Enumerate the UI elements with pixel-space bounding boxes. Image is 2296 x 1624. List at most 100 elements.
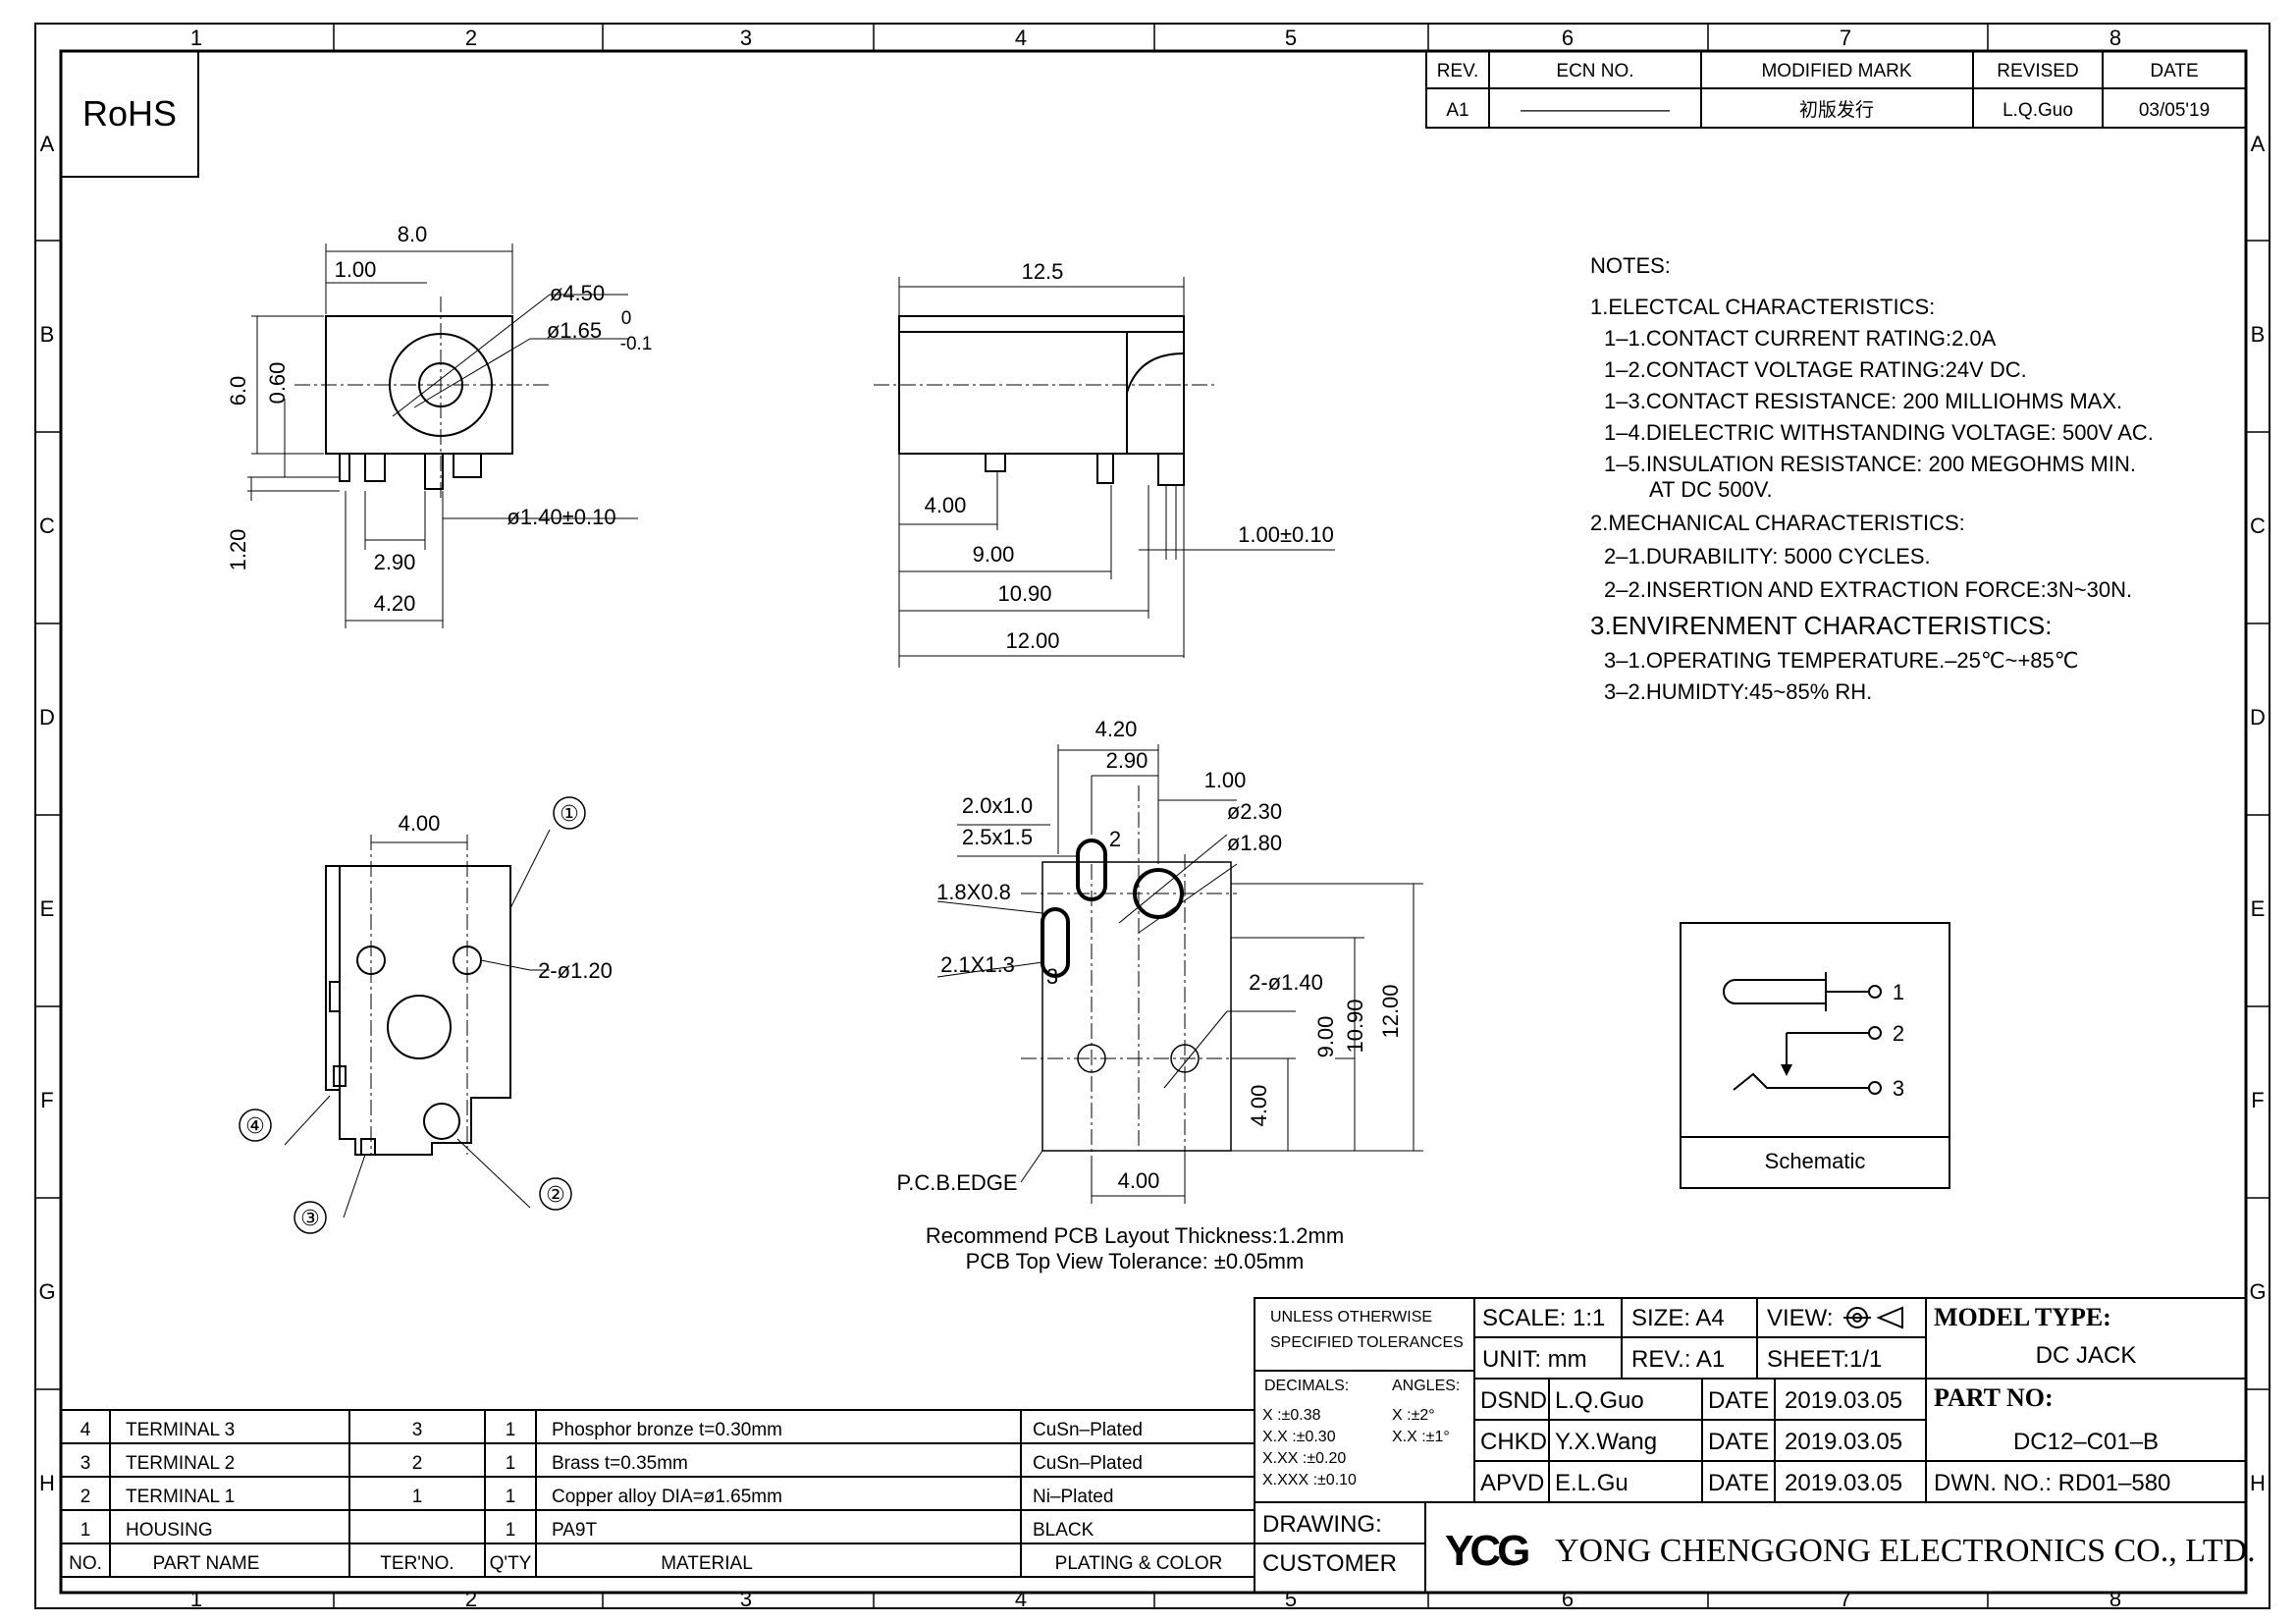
svg-text:1–2.CONTACT VOLTAGE RATING:24V: 1–2.CONTACT VOLTAGE RATING:24V DC. bbox=[1604, 357, 2027, 382]
svg-text:8: 8 bbox=[2109, 1587, 2121, 1611]
svg-text:X.X :±0.30: X.X :±0.30 bbox=[1262, 1429, 1336, 1445]
svg-text:SIZE: A4: SIZE: A4 bbox=[1631, 1305, 1725, 1331]
svg-text:6.0: 6.0 bbox=[226, 376, 250, 406]
svg-text:Q'TY: Q'TY bbox=[490, 1553, 532, 1574]
svg-text:TERMINAL 1: TERMINAL 1 bbox=[126, 1487, 235, 1507]
svg-text:-0.1: -0.1 bbox=[620, 334, 653, 354]
svg-text:PART NO:: PART NO: bbox=[1934, 1383, 2054, 1412]
svg-text:2.0x1.0: 2.0x1.0 bbox=[962, 793, 1033, 818]
column-markers bbox=[35, 24, 2269, 1608]
view-projection-icon bbox=[1843, 1306, 1903, 1329]
company-name: YONG CHENGGONG ELECTRONICS CO., LTD. bbox=[1555, 1533, 2256, 1569]
svg-text:AT DC 500V.: AT DC 500V. bbox=[1649, 477, 1773, 502]
svg-text:4: 4 bbox=[80, 1420, 91, 1440]
svg-text:ø1.65: ø1.65 bbox=[547, 318, 602, 343]
svg-text:ø4.50: ø4.50 bbox=[550, 281, 605, 305]
svg-text:F: F bbox=[40, 1088, 53, 1112]
drawing-frame bbox=[34, 23, 2270, 1609]
svg-text:X :±0.38: X :±0.38 bbox=[1262, 1407, 1321, 1424]
svg-text:初版发行: 初版发行 bbox=[1799, 99, 1874, 121]
svg-text:2.MECHANICAL CHARACTERISTICS:: 2.MECHANICAL CHARACTERISTICS: bbox=[1590, 511, 1965, 535]
svg-text:UNIT: mm: UNIT: mm bbox=[1482, 1346, 1587, 1373]
svg-text:0: 0 bbox=[621, 308, 632, 329]
svg-text:PCB Top View Tolerance: ±0.05m: PCB Top View Tolerance: ±0.05mm bbox=[966, 1249, 1305, 1273]
svg-text:1: 1 bbox=[1893, 980, 1904, 1004]
svg-text:L.Q.Guo: L.Q.Guo bbox=[1555, 1387, 1644, 1414]
svg-text:X.XXX :±0.10: X.XXX :±0.10 bbox=[1262, 1472, 1357, 1489]
svg-text:E: E bbox=[2251, 896, 2266, 921]
svg-text:3: 3 bbox=[1893, 1076, 1904, 1101]
svg-text:A: A bbox=[2251, 132, 2266, 156]
bottom-view: 4.00 2-ø1.20 ① ② ③ ④ bbox=[239, 796, 613, 1234]
svg-text:HOUSING: HOUSING bbox=[126, 1520, 213, 1541]
svg-text:5: 5 bbox=[1285, 1587, 1297, 1611]
schematic: 1 2 3 Schematic bbox=[1680, 922, 1950, 1189]
svg-text:3–2.HUMIDTY:45~85% RH.: 3–2.HUMIDTY:45~85% RH. bbox=[1604, 679, 1872, 704]
svg-text:SHEET:1/1: SHEET:1/1 bbox=[1767, 1346, 1882, 1373]
svg-text:5: 5 bbox=[1285, 26, 1297, 50]
svg-text:VIEW:: VIEW: bbox=[1767, 1305, 1834, 1331]
svg-text:2.1X1.3: 2.1X1.3 bbox=[940, 952, 1015, 977]
svg-text:3: 3 bbox=[740, 26, 752, 50]
svg-text:E.L.Gu: E.L.Gu bbox=[1555, 1470, 1629, 1496]
svg-text:1: 1 bbox=[412, 1487, 423, 1507]
svg-text:A: A bbox=[40, 132, 55, 156]
svg-text:MODIFIED MARK: MODIFIED MARK bbox=[1761, 61, 1911, 81]
svg-text:RoHS: RoHS bbox=[82, 93, 177, 134]
svg-text:④: ④ bbox=[245, 1113, 265, 1138]
svg-text:B: B bbox=[2251, 322, 2266, 347]
svg-text:PART NAME: PART NAME bbox=[153, 1553, 260, 1574]
revision-table: REV. ECN NO. MODIFIED MARK REVISED DATE … bbox=[1425, 50, 2247, 129]
svg-text:Phosphor bronze t=0.30mm: Phosphor bronze t=0.30mm bbox=[552, 1420, 782, 1440]
svg-text:9.00: 9.00 bbox=[1313, 1016, 1338, 1058]
svg-text:2-ø1.20: 2-ø1.20 bbox=[538, 958, 613, 983]
svg-text:4.00: 4.00 bbox=[1247, 1085, 1271, 1127]
svg-text:DATE: DATE bbox=[2150, 61, 2198, 81]
svg-text:ANGLES:: ANGLES: bbox=[1392, 1378, 1460, 1394]
svg-text:REVISED: REVISED bbox=[1997, 61, 2078, 81]
svg-text:9.00: 9.00 bbox=[973, 542, 1015, 567]
svg-text:REV.: REV. bbox=[1437, 61, 1479, 81]
svg-text:DWN. NO.: RD01–580: DWN. NO.: RD01–580 bbox=[1934, 1470, 2170, 1496]
svg-text:2: 2 bbox=[465, 1587, 477, 1611]
bom-table: 4 TERMINAL 3 3 1 Phosphor bronze t=0.30m… bbox=[60, 1409, 1255, 1578]
svg-text:2.90: 2.90 bbox=[374, 550, 416, 574]
front-view: 8.0 1.00 6.0 0.60 ø4.50 ø1.65 0 -0.1 ø1.… bbox=[226, 222, 652, 628]
svg-text:D: D bbox=[2250, 705, 2266, 730]
svg-text:SPECIFIED TOLERANCES: SPECIFIED TOLERANCES bbox=[1270, 1334, 1464, 1351]
svg-text:Recommend PCB Layout Thickness: Recommend PCB Layout Thickness:1.2mm bbox=[926, 1223, 1344, 1248]
svg-text:3: 3 bbox=[80, 1453, 91, 1474]
svg-text:3.ENVIRENMENT CHARACTERISTICS:: 3.ENVIRENMENT CHARACTERISTICS: bbox=[1590, 611, 2052, 640]
svg-text:ø1.80: ø1.80 bbox=[1227, 831, 1282, 855]
svg-text:1: 1 bbox=[506, 1420, 516, 1440]
svg-text:C: C bbox=[2250, 514, 2266, 538]
svg-text:12.5: 12.5 bbox=[1022, 259, 1064, 284]
title-block: UNLESS OTHERWISE SPECIFIED TOLERANCES DE… bbox=[1254, 1297, 2256, 1594]
svg-text:2: 2 bbox=[80, 1487, 91, 1507]
svg-text:SCALE: 1:1: SCALE: 1:1 bbox=[1482, 1305, 1605, 1331]
svg-text:P.C.B.EDGE: P.C.B.EDGE bbox=[896, 1170, 1017, 1195]
svg-text:X.X :±1°: X.X :±1° bbox=[1392, 1429, 1450, 1445]
svg-text:1: 1 bbox=[506, 1520, 516, 1541]
svg-text:2.5x1.5: 2.5x1.5 bbox=[962, 825, 1033, 849]
svg-text:Brass t=0.35mm: Brass t=0.35mm bbox=[552, 1453, 688, 1474]
svg-text:DRAWING:: DRAWING: bbox=[1262, 1511, 1382, 1538]
svg-text:YCG: YCG bbox=[1445, 1527, 1528, 1575]
svg-text:Ni–Plated: Ni–Plated bbox=[1033, 1487, 1113, 1507]
svg-text:CuSn–Plated: CuSn–Plated bbox=[1033, 1420, 1143, 1440]
svg-text:DECIMALS:: DECIMALS: bbox=[1264, 1378, 1349, 1394]
rohs-box: RoHS bbox=[60, 50, 199, 178]
svg-text:7: 7 bbox=[1840, 1587, 1851, 1611]
svg-text:G: G bbox=[2249, 1279, 2266, 1304]
svg-text:4.00: 4.00 bbox=[925, 493, 967, 517]
svg-text:NO.: NO. bbox=[69, 1553, 102, 1574]
svg-text:1–4.DIELECTRIC WITHSTANDING VO: 1–4.DIELECTRIC WITHSTANDING VOLTAGE: 500… bbox=[1604, 420, 2154, 445]
svg-text:DSND: DSND bbox=[1480, 1387, 1547, 1414]
svg-text:03/05'19: 03/05'19 bbox=[2139, 100, 2210, 121]
svg-text:1.00: 1.00 bbox=[1204, 768, 1247, 792]
svg-text:X :±2°: X :±2° bbox=[1392, 1407, 1435, 1424]
svg-text:1: 1 bbox=[80, 1520, 91, 1541]
svg-text:PA9T: PA9T bbox=[552, 1520, 598, 1541]
svg-text:Copper alloy DIA=ø1.65mm: Copper alloy DIA=ø1.65mm bbox=[552, 1487, 782, 1507]
svg-text:8.0: 8.0 bbox=[398, 222, 428, 246]
